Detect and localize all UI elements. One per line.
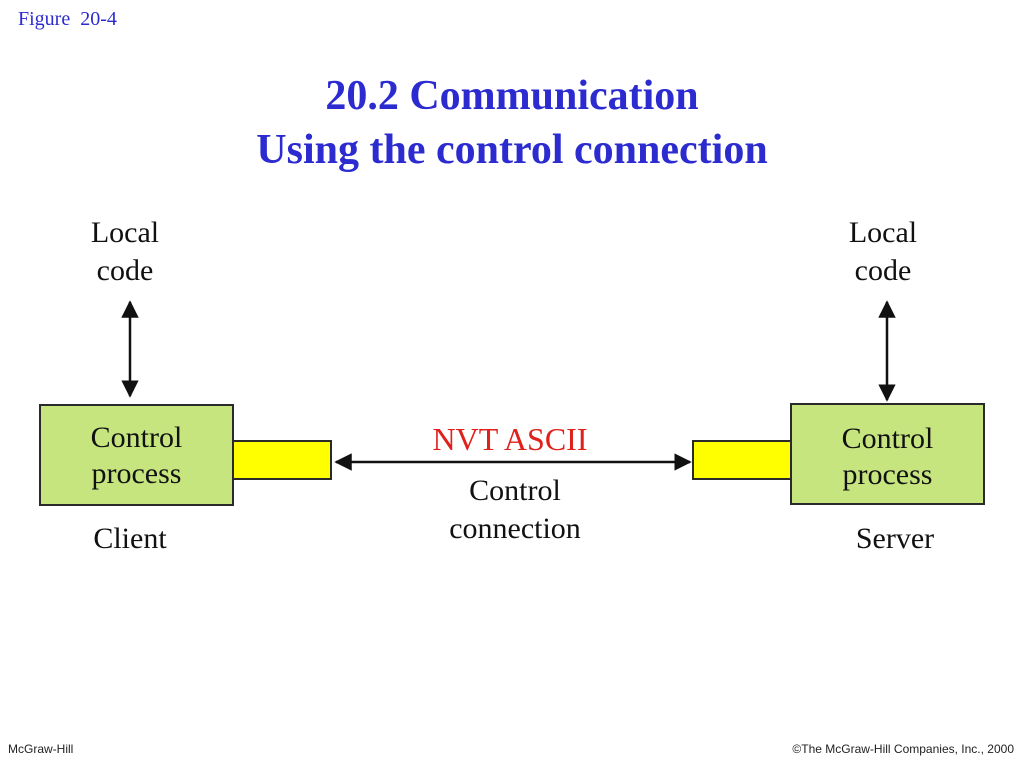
footer-publisher: McGraw-Hill [8, 742, 74, 756]
client-port [232, 440, 332, 480]
server-local-code-label: Local code [848, 216, 918, 287]
client-control-process-box: Control process [39, 404, 234, 506]
server-process-line2: process [842, 458, 933, 491]
footer-copyright: ©The McGraw-Hill Companies, Inc., 2000 [792, 742, 1014, 756]
figure-label: Figure 20-4 [18, 8, 117, 30]
server-control-process-box: Control process [790, 403, 985, 505]
client-process-line1: Control [90, 421, 183, 454]
server-caption: Server [855, 522, 935, 555]
client-caption: Client [93, 522, 167, 555]
client-local-code-label: Local code [90, 216, 160, 287]
slide-title: 20.2 Communication [325, 73, 699, 119]
control-connection-label: Control connection [449, 474, 581, 545]
nvt-ascii-label: NVT ASCII [432, 421, 588, 457]
server-port [692, 440, 792, 480]
server-process-line1: Control [841, 422, 934, 455]
client-process-line2: process [91, 457, 182, 490]
slide-subtitle: Using the control connection [256, 127, 768, 173]
